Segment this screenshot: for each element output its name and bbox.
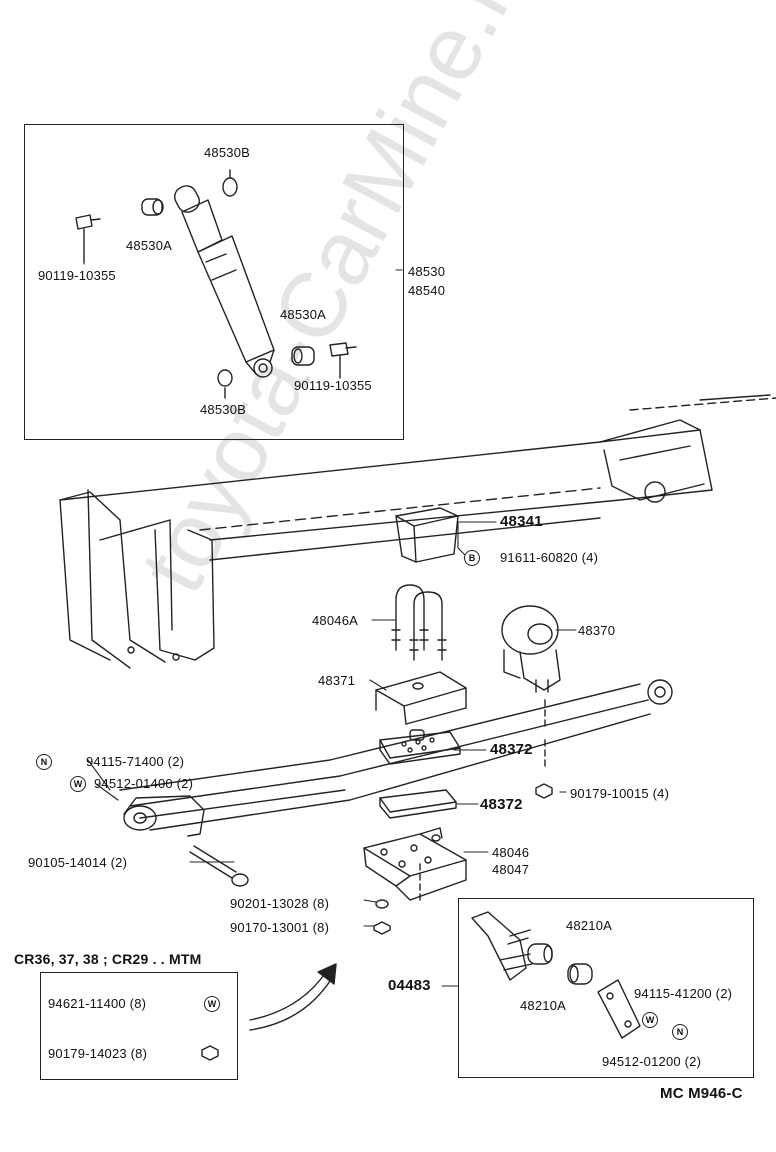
spring-seat-lower-icon [379, 789, 457, 819]
variant-row-1-part: 94621-11400 (8) [48, 996, 147, 1011]
shock-absorber [174, 185, 275, 378]
label-bumper-bolt: 91611-60820 (4) [500, 550, 599, 565]
label-bolt-left: 90119-10355 [38, 268, 116, 283]
label-nut-n: 94115-71400 (2) [86, 754, 185, 769]
leaf-spring [119, 679, 673, 901]
label-plate-48046: 48046 [492, 845, 530, 860]
variant-header: CR36, 37, 38 ; CR29 . . MTM [14, 951, 202, 967]
symbol-b-icon: B [464, 550, 480, 566]
nut-small-icon [373, 921, 391, 935]
label-washer-w: 94512-01400 (2) [94, 776, 194, 791]
bolt-left-icon [75, 214, 101, 263]
label-bushing-top: 48210A [566, 918, 613, 933]
label-48530b-bottom: 48530B [200, 402, 247, 417]
symbol-n-icon: N [36, 754, 52, 770]
label-seat-lower: 48372 [480, 796, 523, 813]
label-nut-small: 90170-13001 (8) [230, 920, 330, 935]
bolt-right-icon [329, 342, 357, 379]
label-u-bolt: 48046A [312, 613, 359, 628]
spacer-block-icon [375, 671, 467, 725]
label-seat-upper: 48372 [490, 741, 533, 758]
label-bolt-right: 90119-10355 [294, 378, 372, 393]
label-kit-04483: 04483 [388, 977, 431, 994]
bumper-icon [395, 507, 459, 563]
spring-plate-icon [363, 827, 467, 901]
label-plate-48047: 48047 [492, 862, 530, 877]
label-48530a-right: 48530A [280, 307, 327, 322]
label-shackle-washer: 94512-01200 (2) [602, 1054, 702, 1069]
leader-lines [83, 261, 577, 987]
label-bushing-mid: 48210A [520, 998, 567, 1013]
label-bumper: 48341 [500, 513, 543, 530]
variant-arrow-icon [249, 963, 337, 1031]
label-shock-48540: 48540 [408, 283, 446, 298]
variant-row-1-washer-icon: W [204, 996, 220, 1012]
bushing-right-icon [291, 346, 315, 366]
label-shock-48530: 48530 [408, 264, 446, 279]
stopper-icon [501, 605, 561, 693]
shackle-bushing-icon [527, 943, 593, 985]
label-spacer: 48371 [318, 673, 356, 688]
cushion-bottom-icon [217, 369, 233, 399]
label-shackle-nut: 94115-41200 (2) [634, 986, 733, 1001]
shackle-plate-icon [471, 911, 533, 981]
cushion-top-icon [222, 169, 238, 197]
bushing-top-icon [141, 198, 164, 216]
pin-bolt-icon [189, 845, 249, 887]
symbol-w-icon: W [70, 776, 86, 792]
u-bolt-icon [391, 584, 447, 661]
label-washer-small: 90201-13028 (8) [230, 896, 330, 911]
shock-absorber-box [24, 124, 404, 440]
shackle-side-plate-icon [597, 979, 641, 1039]
label-pin-bolt: 90105-14014 (2) [28, 855, 128, 870]
washer-small-icon [375, 899, 389, 909]
label-48530a-left: 48530A [126, 238, 173, 253]
label-nut-spring: 90179-10015 (4) [570, 786, 670, 801]
label-48530b-top: 48530B [204, 145, 251, 160]
label-stopper: 48370 [578, 623, 616, 638]
spring-seat-upper-icon [379, 729, 461, 765]
shackle-kit-box [458, 898, 754, 1078]
variant-box [40, 972, 238, 1080]
variant-row-2-part: 90179-14023 (8) [48, 1046, 148, 1061]
shackle-washer-symbol-icon: W [642, 1012, 658, 1028]
frame-rail [59, 394, 776, 669]
diagram-code: MC M946-C [660, 1085, 743, 1102]
nut-spring-icon [535, 783, 553, 799]
variant-nut-icon [201, 1045, 219, 1061]
shackle-nut-symbol-icon: N [672, 1024, 688, 1040]
